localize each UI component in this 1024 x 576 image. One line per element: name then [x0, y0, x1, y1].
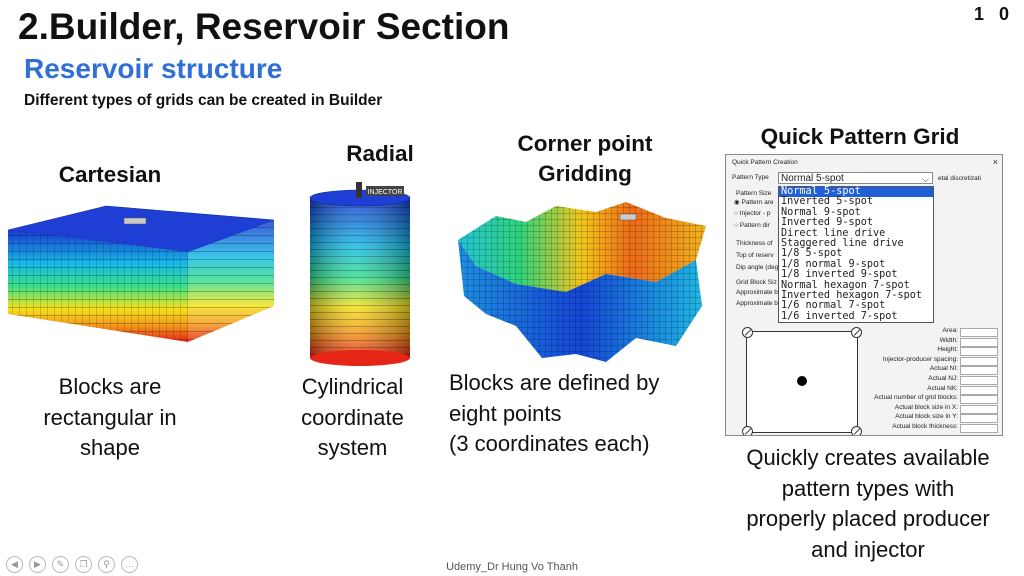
cartesian-label: Cartesian: [58, 162, 162, 187]
readout-value: [960, 385, 998, 395]
readout-label: Height:: [937, 346, 958, 354]
slide-title: 2.Builder, Reservoir Section: [18, 6, 510, 47]
approximate-label-1: Approximate b: [736, 289, 778, 296]
readout-label: Actual NI:: [929, 365, 958, 373]
play-icon[interactable]: ▶: [29, 556, 46, 573]
radial-label: Radial: [346, 141, 414, 166]
readout-value: [960, 356, 998, 366]
dropdown-option[interactable]: Normal 9-spot: [781, 206, 861, 218]
injector-well-icon: [851, 426, 862, 435]
prev-icon[interactable]: ◀: [6, 556, 23, 573]
approximate-label-2: Approximate b: [736, 300, 778, 307]
dropdown-option[interactable]: Inverted hexagon 7-spot: [781, 290, 923, 302]
readout-label: Actual NK:: [927, 384, 958, 392]
producer-well-icon: [797, 376, 807, 386]
readout-label: Actual block size in Y:: [895, 413, 958, 421]
readout-label: Actual NJ:: [928, 375, 958, 382]
readout-value: [960, 395, 998, 405]
injector-well-icon: [742, 327, 753, 338]
zoom-icon[interactable]: ⚲: [98, 556, 115, 573]
more-icon[interactable]: …: [121, 556, 138, 573]
presentation-toolbar: ◀ ▶ ✎ ❐ ⚲ …: [6, 554, 144, 573]
top-reservoir-label: Top of reserv: [736, 252, 774, 259]
readout-label: Width:: [939, 336, 958, 344]
dropdown-option[interactable]: 1/8 normal 9-spot: [781, 258, 886, 270]
radio-pattern-dimension[interactable]: ○ Pattern dir: [734, 222, 770, 229]
readout-label: Actual number of grid blocks:: [874, 394, 958, 402]
dialog-title: Quick Pattern Creation: [732, 159, 798, 166]
readout-value: [960, 366, 998, 376]
dropdown-option[interactable]: 1/6 normal 7-spot: [781, 300, 886, 312]
cartesian-description: Blocks are rectangular in shape: [43, 374, 177, 460]
quick-pattern-description: Quickly creates available pattern types …: [746, 445, 990, 562]
intro-text: Different types of grids can be created …: [24, 92, 383, 109]
radio-injector-producer[interactable]: ○ Injector - p: [734, 210, 771, 217]
readout-value: [960, 404, 998, 414]
slide-number: 1 0: [973, 4, 1014, 24]
chevron-down-icon[interactable]: ⌵: [922, 174, 929, 184]
slide-subtitle: Reservoir structure: [24, 53, 283, 84]
readout-label: Area:: [942, 327, 958, 334]
credit-text: Udemy_Dr Hung Vo Thanh: [446, 561, 578, 573]
cartesian-grid-image: [7, 205, 275, 342]
dropdown-option[interactable]: Direct line drive: [781, 227, 886, 239]
pen-icon[interactable]: ✎: [52, 556, 69, 573]
grid-block-label: Grid Block Siz: [736, 279, 777, 286]
dropdown-option[interactable]: Inverted 5-spot: [781, 196, 874, 208]
readout-value: [960, 347, 998, 357]
side-note: etal discretizati: [938, 175, 981, 182]
injector-tag: INJECTOR: [368, 189, 403, 196]
quick-pattern-dialog: Quick Pattern Creation × Pattern Type No…: [725, 154, 1003, 436]
readout-label: Actual block thickness:: [892, 423, 958, 430]
injector-well-icon: [742, 426, 753, 435]
injector-well-icon: [851, 327, 862, 338]
radial-grid-image: INJECTOR: [309, 182, 411, 366]
dropdown-option[interactable]: Inverted 9-spot: [781, 217, 874, 229]
pattern-type-label: Pattern Type: [732, 174, 769, 181]
readout-value: [960, 424, 998, 433]
quick-pattern-label: Quick Pattern Grid: [760, 124, 960, 149]
pattern-size-label: Pattern Size: [736, 190, 772, 197]
thickness-label: Thickness of: [736, 240, 773, 247]
corner-point-grid-image: [458, 202, 706, 362]
radio-pattern-area[interactable]: ◉ Pattern are: [734, 199, 774, 206]
readout-label: Actual block size in X:: [894, 403, 958, 411]
pattern-type-select[interactable]: Normal 5-spot ⌵: [778, 172, 933, 184]
dropdown-option[interactable]: 1/8 inverted 9-spot: [781, 269, 898, 281]
corner-point-description: Blocks are defined by eight points (3 co…: [449, 370, 660, 456]
close-icon[interactable]: ×: [992, 157, 998, 167]
radial-description: Cylindrical coordinate system: [301, 374, 404, 460]
dip-angle-label: Dip angle (deg: [736, 264, 779, 271]
readout-label: Injector-producer spacing:: [882, 355, 958, 363]
pattern-preview: [742, 327, 862, 435]
dropdown-option[interactable]: Normal hexagon 7-spot: [781, 279, 910, 291]
dropdown-option[interactable]: Normal 5-spot: [779, 186, 933, 198]
dropdown-option[interactable]: 1/8 5-spot: [781, 248, 843, 260]
dropdown-option[interactable]: 1/6 inverted 7-spot: [781, 310, 898, 322]
dropdown-option[interactable]: Staggered line drive: [781, 238, 904, 250]
corner-point-label: Corner point Gridding: [517, 131, 653, 186]
readout-value: [960, 328, 998, 337]
readout-value: [960, 376, 998, 385]
copy-icon[interactable]: ❐: [75, 556, 92, 573]
readout-value: [960, 337, 998, 347]
readout-value: [960, 414, 998, 424]
